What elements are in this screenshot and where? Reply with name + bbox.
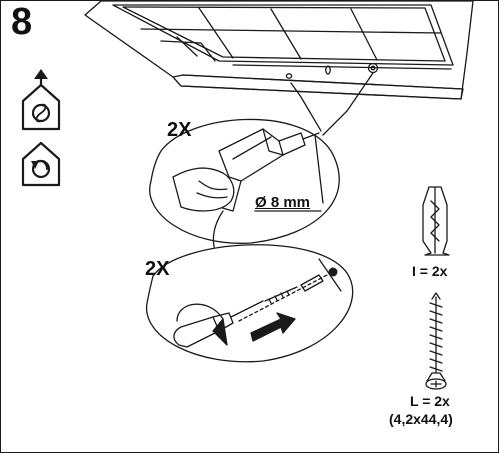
drill-callout bbox=[149, 118, 340, 252]
drill-count-label: 2X bbox=[167, 119, 192, 141]
screw-size-label: (4,2x44,4) bbox=[389, 411, 453, 427]
house-recirculation-icon bbox=[21, 141, 61, 187]
wall-plug-label: I = 2x bbox=[412, 263, 448, 279]
drill-diameter-label: Ø 8 mm bbox=[255, 194, 311, 211]
screw-count-label: 2X bbox=[145, 258, 170, 280]
screwdriver-callout bbox=[146, 244, 354, 363]
step-number: 8 bbox=[11, 1, 33, 43]
hood-underside bbox=[84, 1, 474, 100]
screw-label: L = 2x bbox=[410, 393, 450, 409]
leader-line-left bbox=[290, 82, 322, 132]
wall-plug-part bbox=[422, 186, 450, 256]
screw-part bbox=[425, 292, 447, 390]
house-extraction-icon bbox=[21, 69, 61, 131]
leader-line-right bbox=[322, 72, 374, 136]
